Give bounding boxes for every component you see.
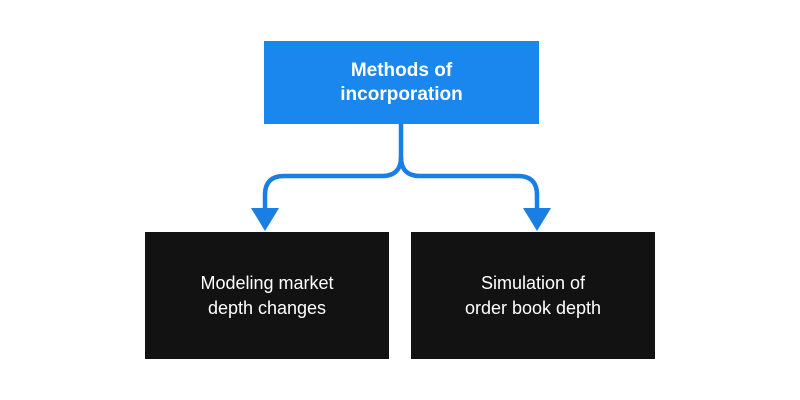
arrowhead-left <box>251 208 279 231</box>
connector-branch-right <box>398 156 540 212</box>
connector-stem <box>262 124 404 212</box>
child-node-left: Modeling market depth changes <box>145 232 389 359</box>
root-node: Methods of incorporation <box>264 41 539 124</box>
child-node-left-label: Modeling market depth changes <box>200 273 334 318</box>
child-node-right: Simulation of order book depth <box>411 232 655 359</box>
arrowhead-right <box>523 208 551 231</box>
root-node-label: Methods of incorporation <box>340 59 463 105</box>
child-node-right-label: Simulation of order book depth <box>464 273 602 318</box>
